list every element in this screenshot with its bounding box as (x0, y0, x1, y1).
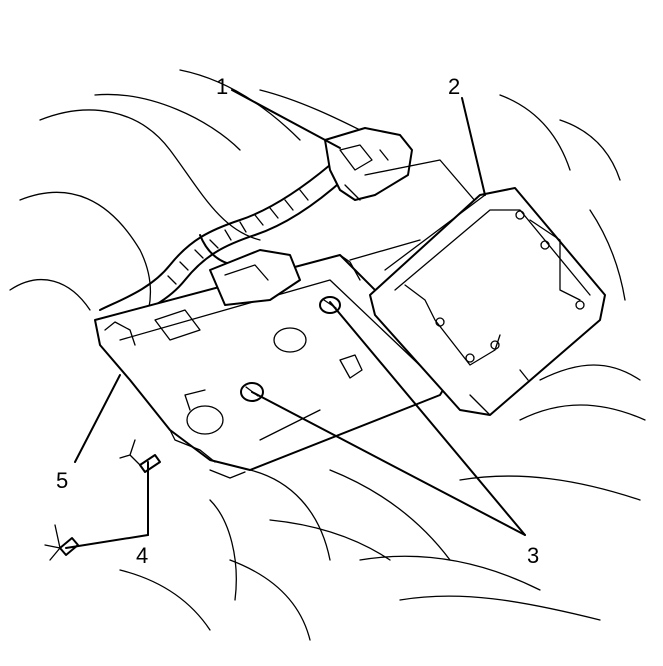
intermediate-connector (154, 249, 301, 341)
clip-fasteners (44, 439, 161, 561)
callout-5: 5 (56, 468, 68, 493)
mounting-bracket (94, 254, 456, 479)
callout-3: 3 (527, 543, 539, 568)
callout-4: 4 (136, 543, 148, 568)
vehicle-body-background (9, 69, 646, 641)
connector-module (324, 127, 413, 201)
control-module (369, 187, 606, 416)
callout-1: 1 (216, 74, 228, 99)
leader-lines (65, 89, 526, 549)
callout-2: 2 (448, 74, 460, 99)
